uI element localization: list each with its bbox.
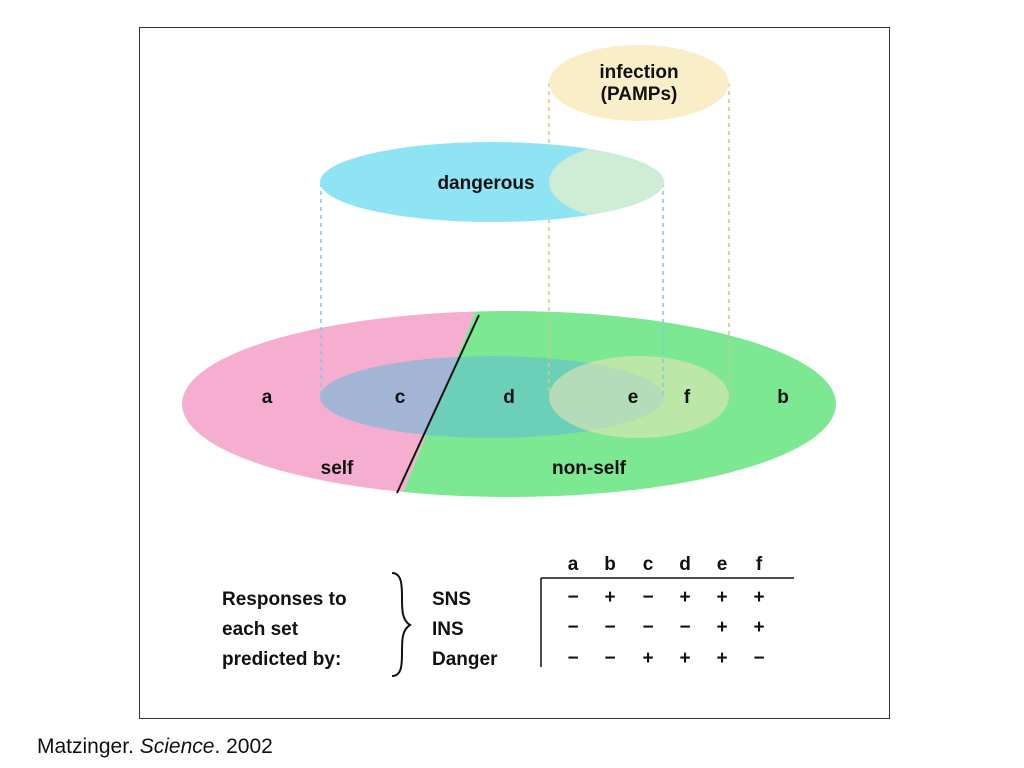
- col-header-b: b: [604, 554, 616, 575]
- cell-danger-f: −: [753, 648, 764, 669]
- cell-sns-b: +: [604, 587, 615, 608]
- self-label: self: [321, 458, 354, 479]
- infection-ellipse: [549, 45, 729, 121]
- cell-ins-a: −: [567, 617, 578, 638]
- region-label-a: a: [262, 387, 273, 408]
- cell-sns-d: +: [679, 587, 690, 608]
- cell-ins-f: +: [753, 617, 764, 638]
- row-label-ins: INS: [432, 619, 464, 640]
- col-header-a: a: [568, 554, 579, 575]
- table-caption-line1: Responses to: [222, 589, 347, 610]
- infection-label-line1: infection: [599, 62, 678, 83]
- cell-danger-a: −: [567, 648, 578, 669]
- non-self-label: non-self: [552, 458, 627, 479]
- cell-danger-e: +: [716, 648, 727, 669]
- table-caption-line2: each set: [222, 619, 299, 640]
- cell-ins-e: +: [716, 617, 727, 638]
- region-label-b: b: [777, 387, 789, 408]
- self-nonself-divider: [396, 314, 480, 494]
- region-label-f: f: [684, 387, 691, 408]
- col-header-e: e: [717, 554, 728, 575]
- region-label-c: c: [395, 387, 406, 408]
- row-label-sns: SNS: [432, 589, 471, 610]
- row-label-danger: Danger: [432, 649, 498, 670]
- cell-sns-f: +: [753, 587, 764, 608]
- cell-sns-a: −: [567, 587, 578, 608]
- curly-brace-icon: [391, 572, 412, 677]
- col-header-f: f: [756, 554, 763, 575]
- cell-danger-d: +: [679, 648, 690, 669]
- region-label-e: e: [628, 387, 639, 408]
- table-caption-line3: predicted by:: [222, 649, 341, 670]
- cell-ins-b: −: [604, 617, 615, 638]
- cell-danger-c: +: [642, 648, 653, 669]
- citation: Matzinger. Science. 2002: [37, 735, 273, 759]
- figure-frame: [139, 27, 890, 719]
- col-header-d: d: [679, 554, 691, 575]
- dangerous-label: dangerous: [437, 173, 534, 194]
- dangerous-infection-overlap: [549, 142, 664, 222]
- cell-sns-c: −: [642, 587, 653, 608]
- infection-bottom-ellipse: [549, 356, 729, 438]
- region-label-d: d: [503, 387, 515, 408]
- citation-author: Matzinger.: [37, 735, 134, 758]
- cell-danger-b: −: [604, 648, 615, 669]
- citation-year: . 2002: [214, 735, 273, 758]
- citation-journal: Science: [139, 735, 215, 758]
- col-header-c: c: [643, 554, 654, 575]
- cell-ins-d: −: [679, 617, 690, 638]
- infection-label-line2: (PAMPs): [601, 84, 678, 105]
- cell-sns-e: +: [716, 587, 727, 608]
- cell-ins-c: −: [642, 617, 653, 638]
- response-table: a b c d e f Responses to each set predic…: [222, 554, 794, 677]
